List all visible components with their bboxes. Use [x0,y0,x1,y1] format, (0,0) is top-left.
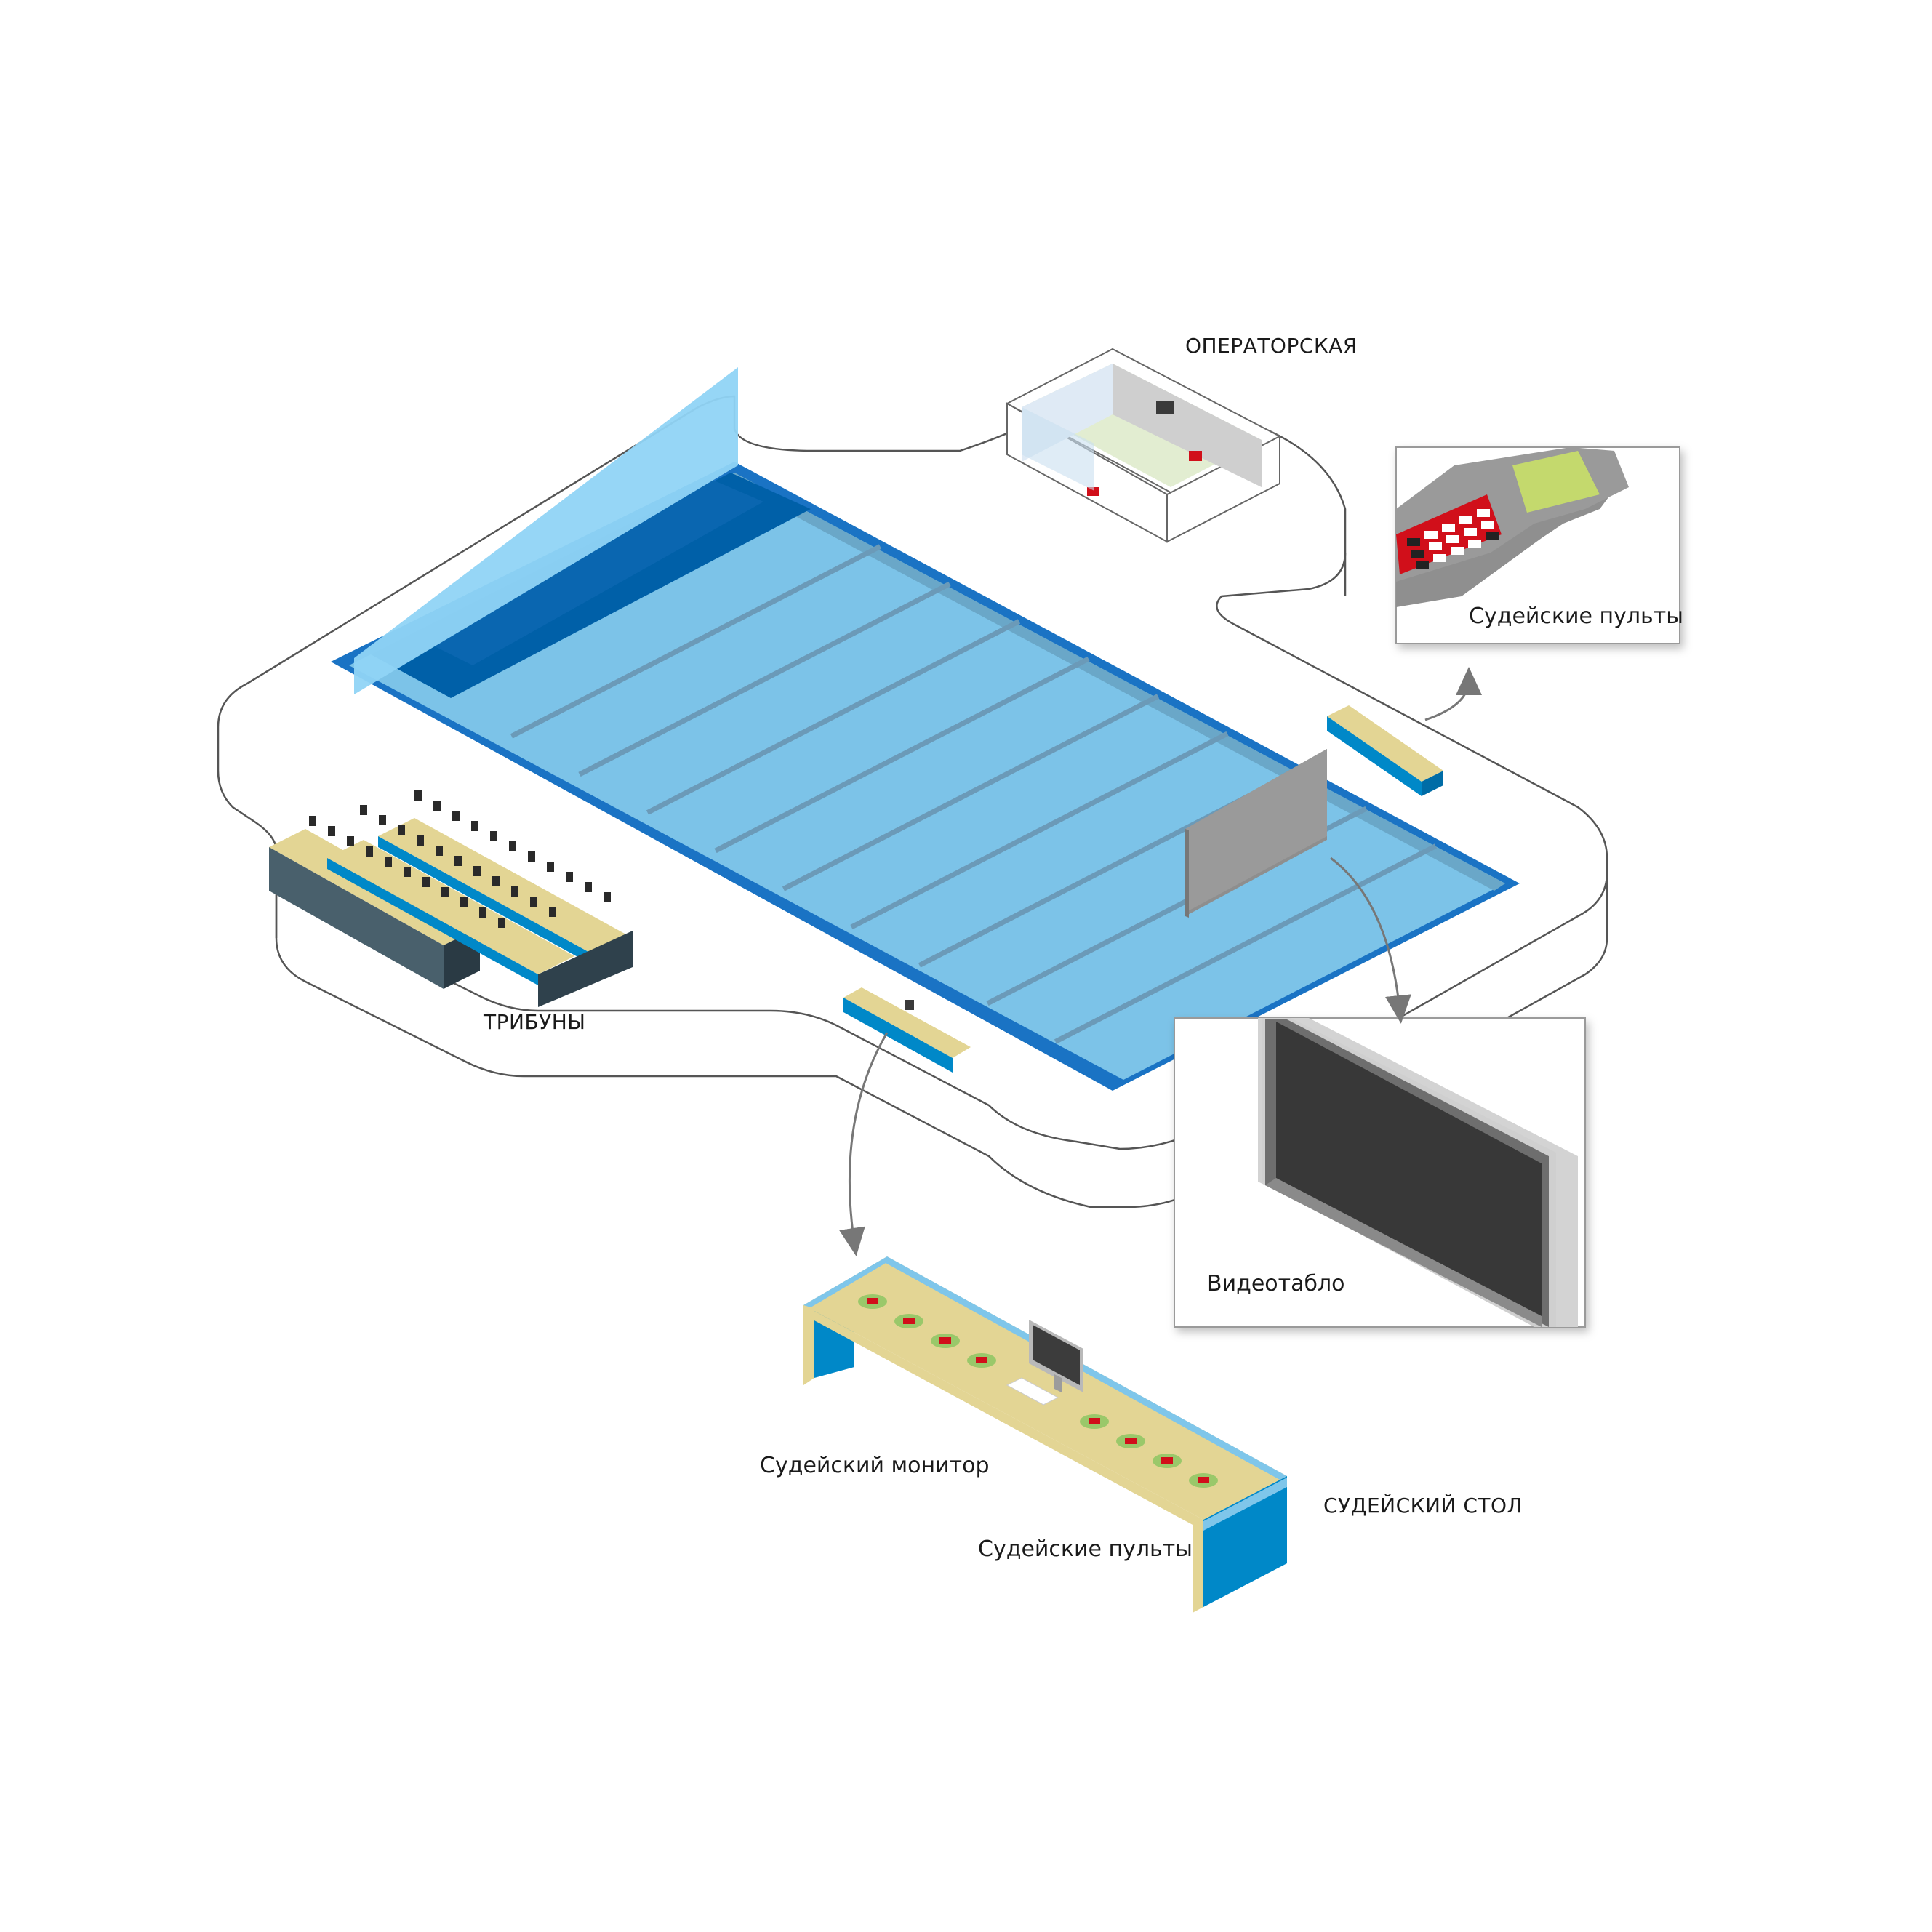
keypad-key [1411,550,1424,558]
stands [269,790,633,1007]
keypad-key [1468,540,1481,548]
judge-table-large [803,1256,1287,1613]
seat-monitor [528,851,535,862]
keypad-key [1442,524,1455,532]
seat-monitor [530,897,537,907]
seat-monitor [454,856,462,866]
keypad-key [1481,521,1494,529]
label-judge-monitor: Судейский монитор [760,1453,990,1478]
seat-monitor [347,836,354,846]
console-keys [976,1357,987,1363]
operator-room [1005,348,1282,543]
seat-monitor [585,882,592,892]
console-keys [1089,1418,1100,1424]
seat-monitor [604,892,611,902]
keypad-key [1424,531,1438,539]
keypad-key [1486,532,1499,540]
keyboard [1006,1377,1059,1406]
stand-seats [309,790,611,928]
seat-monitor [509,841,516,851]
seat-monitor [492,876,500,886]
console-keys [939,1337,951,1344]
seat-monitor [404,867,411,877]
seat-monitor [379,815,386,825]
keypad-key [1429,542,1442,550]
arrow-to-keypad [1424,667,1482,721]
console-keys [867,1298,878,1304]
lane-line [646,619,1021,815]
lane-line [510,544,882,739]
label-judge-table: СУДЕЙСКИЙ СТОЛ [1323,1493,1523,1518]
table-consoles [858,1294,1218,1488]
seat-monitor [498,918,505,928]
judge-console-bar-right [1327,705,1443,796]
console-keys [1198,1477,1209,1483]
seat-monitor [422,877,430,887]
arrow-to-video-board [1330,857,1411,1024]
seat-monitor [398,825,405,835]
seat-monitor [479,907,486,918]
arrow-to-judge-table [839,1032,889,1256]
monitor-icon [905,1000,914,1010]
lane-line [578,581,951,777]
seat-monitor [441,887,449,897]
lane-line [782,694,1160,891]
video-board-illustration [1258,1018,1578,1327]
keypad-key [1464,528,1477,536]
lane-line [1054,843,1438,1044]
seat-monitor [309,816,316,826]
seat-monitor [433,801,441,811]
seat-monitor [417,835,424,846]
console-keys [1125,1438,1137,1444]
video-board-screen [1276,1022,1542,1316]
seat-monitor [328,826,335,836]
label-operator-room: ОПЕРАТОРСКАЯ [1185,334,1358,358]
seat-monitor [473,866,481,876]
seat-monitor [414,790,422,801]
seat-monitor [460,897,468,907]
console-keys [1161,1457,1173,1464]
label-stands: ТРИБУНЫ [483,1010,585,1034]
judge-monitor [1029,1320,1083,1392]
seat-monitor [385,857,392,867]
seat-monitor [547,862,554,872]
seat-monitor [549,907,556,917]
seat-monitor [452,811,460,821]
keypad-key [1451,547,1464,555]
keypad-key [1477,509,1490,517]
seat-monitor [471,821,478,831]
keypad-key [1416,561,1429,569]
keypad-key [1459,516,1472,524]
label-judge-consoles-callout: Судейские пульты [1469,604,1683,629]
seat-monitor [436,846,443,856]
lane-line [850,731,1229,930]
monitor-icon [1156,401,1174,414]
keypad-key [1446,535,1459,543]
keypad-keys [1407,509,1499,569]
label-judge-consoles-table: Судейские пульты [978,1536,1193,1562]
seat-monitor [366,846,373,857]
scoreboard-small [1185,749,1327,918]
judge-table-small [843,987,971,1073]
keypad-key [1433,554,1446,562]
seat-monitor [511,886,518,897]
keypad-key [1407,538,1420,546]
console-keys [903,1318,915,1324]
label-video-board: Видеотабло [1207,1271,1345,1296]
seat-monitor [360,805,367,815]
seat-monitor [566,872,573,882]
seat-monitor [490,831,497,841]
keypad-illustration [1396,447,1629,607]
lane-line [714,656,1090,854]
